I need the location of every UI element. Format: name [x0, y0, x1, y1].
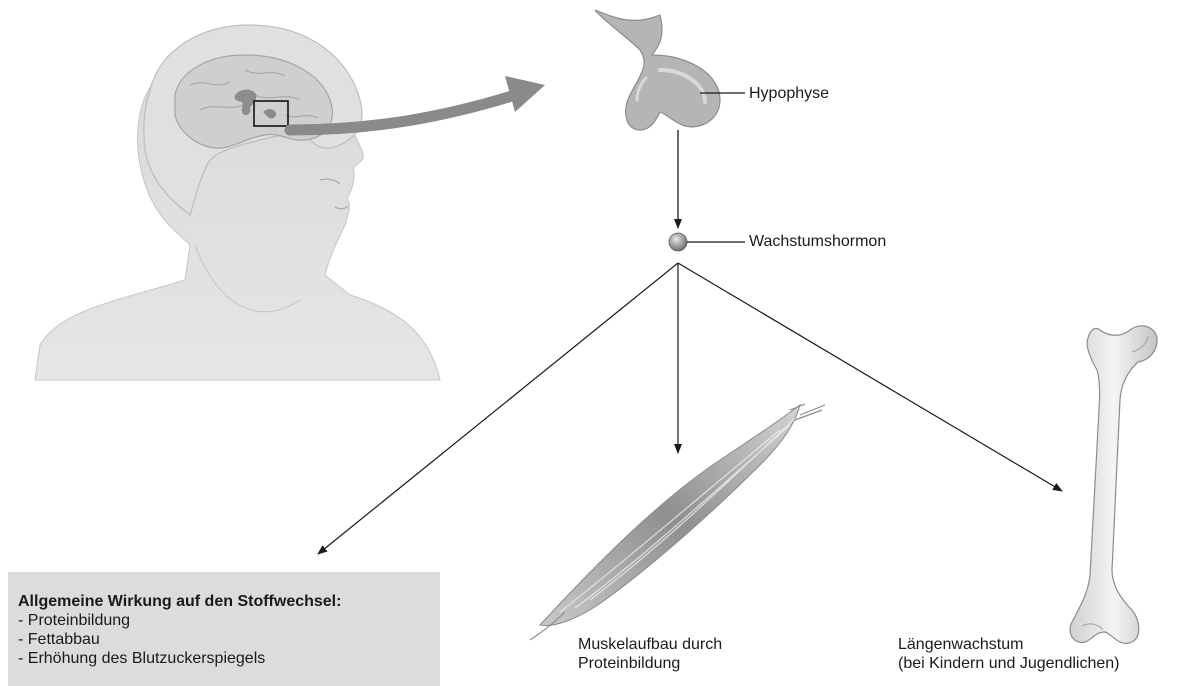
femur-bone-illustration [1070, 326, 1157, 644]
muscle-label-line1: Muskelaufbau durch [578, 635, 722, 654]
growth-hormone-label: Wachstumshormon [749, 232, 886, 251]
effects-title: Allgemeine Wirkung auf den Stoffwechsel: [18, 592, 430, 611]
bone-growth-label: Längenwachstum (bei Kindern und Jugendli… [898, 635, 1119, 673]
effect-item: - Fettabbau [18, 630, 430, 649]
human-head-illustration [35, 25, 440, 380]
muscle-label: Muskelaufbau durch Proteinbildung [578, 635, 722, 673]
hypophysis-illustration [595, 10, 720, 130]
hypophyse-label: Hypophyse [749, 84, 829, 103]
metabolism-effects-box: Allgemeine Wirkung auf den Stoffwechsel:… [8, 572, 440, 686]
bone-label-line2: (bei Kindern und Jugendlichen) [898, 654, 1119, 673]
bone-label-line1: Längenwachstum [898, 635, 1119, 654]
muscle-label-line2: Proteinbildung [578, 654, 722, 673]
hormone-molecule-icon [669, 233, 687, 251]
effect-item: - Erhöhung des Blutzuckerspiegels [18, 649, 430, 668]
effect-item: - Proteinbildung [18, 611, 430, 630]
